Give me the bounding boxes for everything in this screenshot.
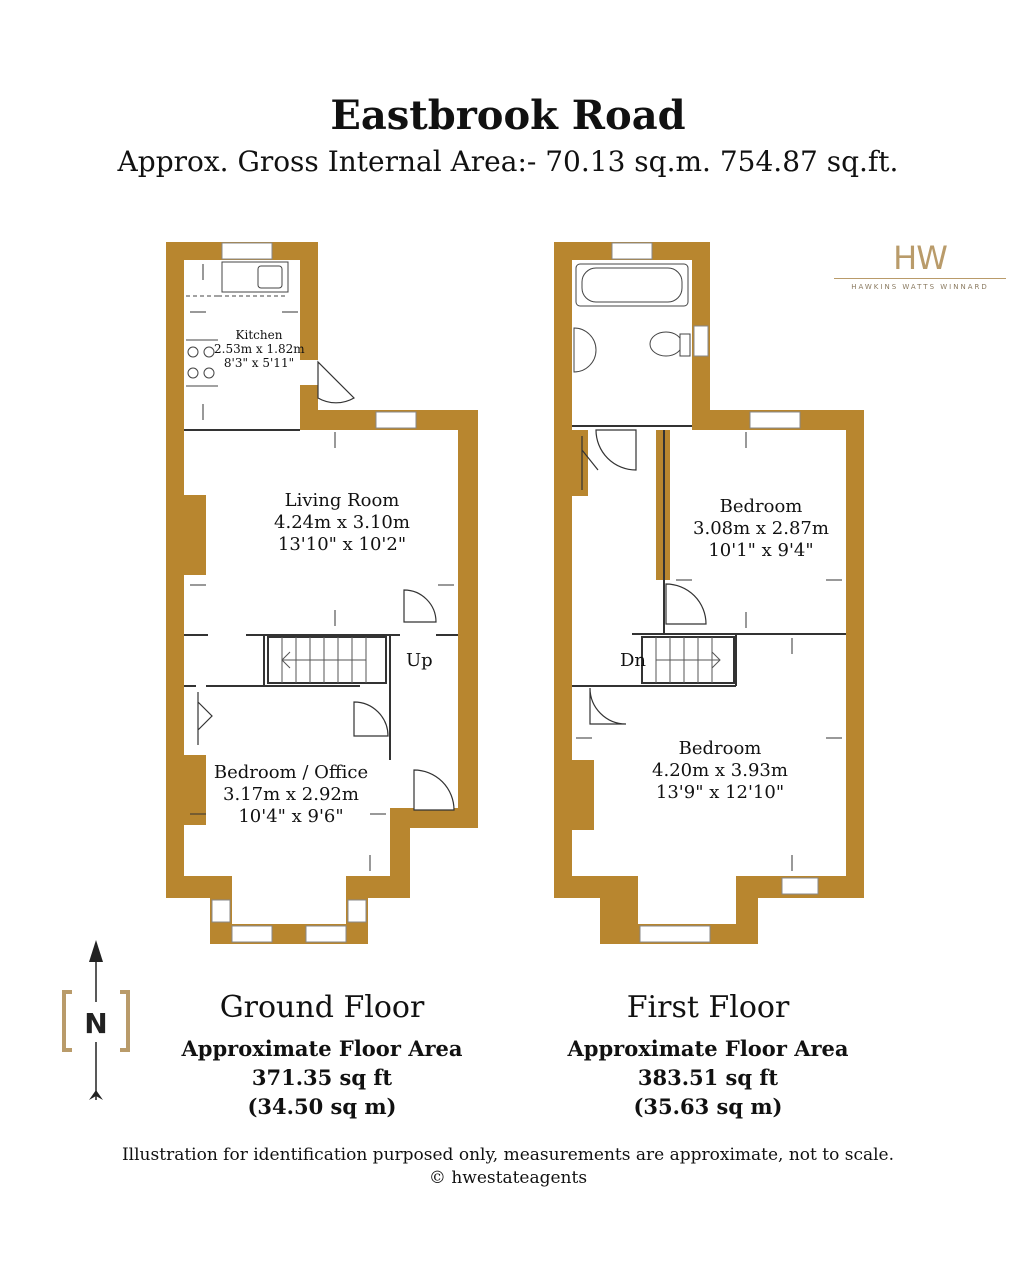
ground-floor-dimension-ticks	[190, 264, 454, 871]
compass-frame	[62, 990, 130, 1052]
kitchen-imperial: 8'3" x 5'11"	[223, 356, 295, 370]
room-label-living-room: Living Room 4.24m x 3.10m 13'10" x 10'2"	[262, 490, 422, 556]
living-room-name: Living Room	[284, 490, 400, 511]
company-logo: HW HAWKINS WATTS WINNARD	[834, 240, 1006, 291]
footer-disclaimer: Illustration for identification purposed…	[121, 1145, 895, 1165]
first-floor-area-label: Approximate Floor Area	[567, 1036, 849, 1061]
bedroom-rear-name: Bedroom	[719, 496, 803, 517]
room-label-kitchen: Kitchen 2.53m x 1.82m 8'3" x 5'11"	[214, 328, 305, 370]
first-floor-windows	[611, 242, 819, 943]
compass-tail-icon	[89, 1090, 103, 1100]
room-label-bedroom-rear: Bedroom 3.08m x 2.87m 10'1" x 9'4"	[680, 496, 842, 562]
ground-floor-area-sqft: 371.35 sq ft	[251, 1065, 393, 1090]
logo-text: HAWKINS WATTS WINNARD	[851, 283, 989, 291]
north-compass: N	[62, 940, 130, 1100]
ground-floor-name: Ground Floor	[219, 990, 425, 1025]
bedroom-front-metric: 4.20m x 3.93m	[652, 760, 788, 781]
ground-floor-partitions	[184, 429, 458, 760]
kitchen-metric: 2.53m x 1.82m	[214, 342, 305, 356]
first-floor-name: First Floor	[626, 990, 790, 1025]
bedroom-office-name: Bedroom / Office	[213, 762, 369, 783]
page-title: Eastbrook Road	[330, 92, 686, 139]
ground-floor-windows	[211, 242, 417, 943]
first-floor-doors	[581, 429, 707, 725]
bedroom-office-imperial: 10'4" x 9'6"	[238, 806, 344, 827]
room-label-bedroom-office: Bedroom / Office 3.17m x 2.92m 10'4" x 9…	[206, 762, 376, 828]
first-floor-area-sqm: (35.63 sq m)	[633, 1094, 783, 1119]
bedroom-office-metric: 3.17m x 2.92m	[223, 784, 359, 805]
first-floor-area-sqft: 383.51 sq ft	[637, 1065, 779, 1090]
kitchen-fixtures	[186, 261, 289, 387]
logo-rule	[834, 278, 1006, 279]
ground-floor-doors	[197, 360, 455, 811]
ground-floor-walls	[166, 242, 478, 944]
ground-floor-stairs	[281, 637, 367, 683]
first-floor-stairs	[655, 637, 721, 683]
footer-copyright: © hwestateagents	[428, 1168, 588, 1188]
living-room-metric: 4.24m x 3.10m	[274, 512, 410, 533]
bathroom-fixtures	[573, 263, 691, 373]
bedroom-rear-metric: 3.08m x 2.87m	[693, 518, 829, 539]
compass-arrow-north-icon	[89, 940, 103, 962]
footer: Illustration for identification purposed…	[0, 1144, 1016, 1190]
compass-letter-bg	[78, 1002, 114, 1042]
first-floor-area: Approximate Floor Area 383.51 sq ft (35.…	[546, 1034, 870, 1121]
first-floor-partitions	[572, 425, 846, 687]
kitchen-name: Kitchen	[235, 328, 283, 342]
living-room-imperial: 13'10" x 10'2"	[277, 534, 407, 555]
ground-floor-plan	[166, 242, 478, 944]
room-label-bedroom-front: Bedroom 4.20m x 3.93m 13'9" x 12'10"	[638, 738, 802, 804]
gross-area-subtitle: Approx. Gross Internal Area:- 70.13 sq.m…	[117, 145, 899, 178]
stairs-down-label: Dn	[620, 650, 647, 671]
first-floor-plan	[554, 242, 864, 944]
first-floor-dimension-ticks	[576, 432, 842, 871]
bedroom-rear-imperial: 10'1" x 9'4"	[708, 540, 814, 561]
ground-floor-area: Approximate Floor Area 371.35 sq ft (34.…	[160, 1034, 484, 1121]
ground-floor-area-label: Approximate Floor Area	[181, 1036, 463, 1061]
stairs-up-label: Up	[406, 650, 433, 671]
compass-letter: N	[84, 1007, 107, 1040]
logo-mark: HW	[893, 239, 948, 277]
bedroom-front-imperial: 13'9" x 12'10"	[655, 782, 785, 803]
first-floor-walls	[554, 242, 864, 944]
bedroom-front-name: Bedroom	[678, 738, 762, 759]
ground-floor-area-sqm: (34.50 sq m)	[247, 1094, 397, 1119]
